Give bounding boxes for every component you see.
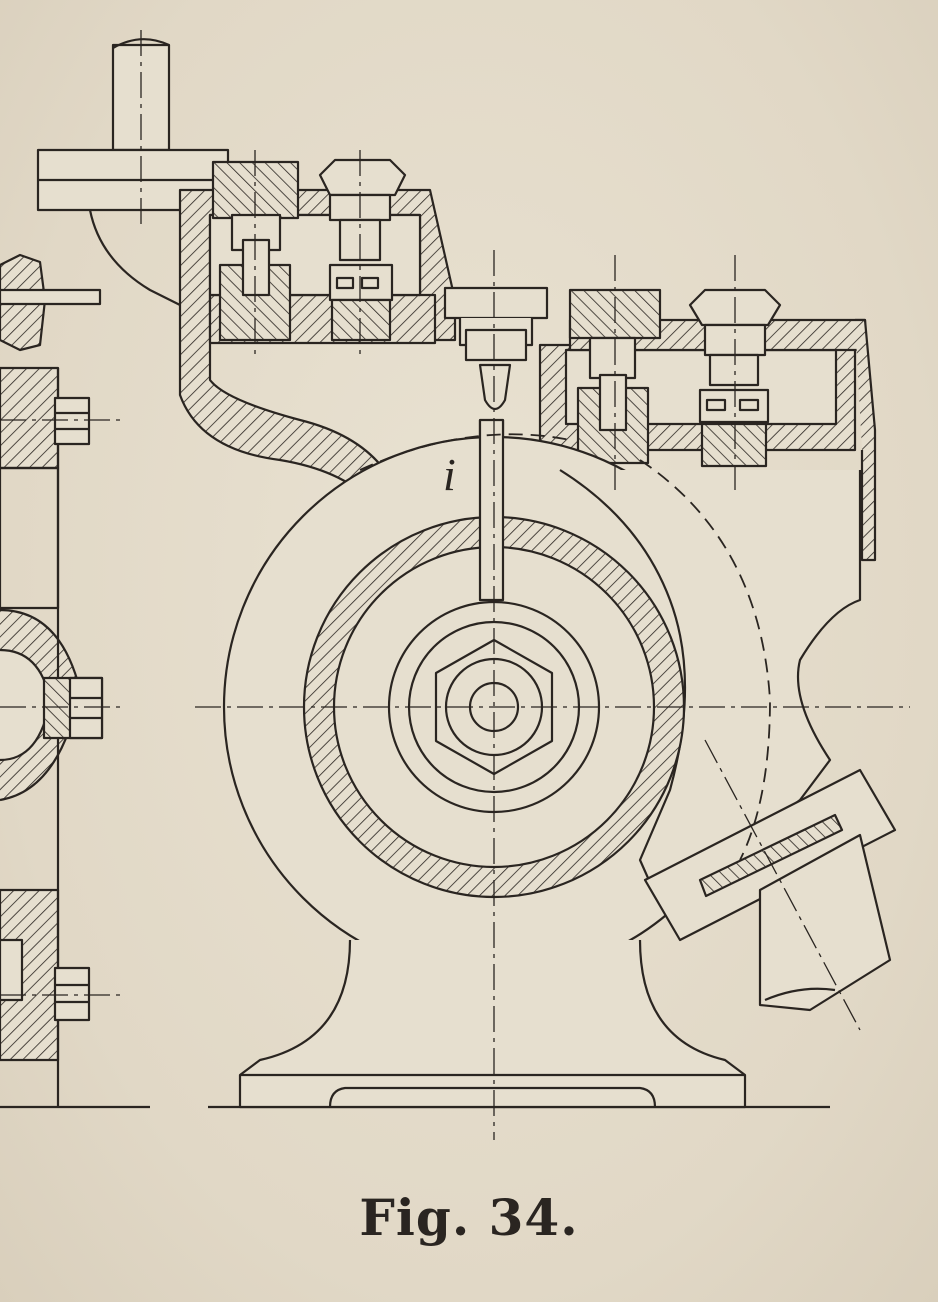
- pump-housing-right-wall: [559, 469, 862, 907]
- discharge-flange: [643, 768, 897, 1012]
- dashed-arc-left: [359, 433, 571, 471]
- suction-valve-2: [318, 158, 407, 342]
- inlet-pipe-top: [36, 38, 230, 311]
- pump-base: [238, 939, 747, 1109]
- pressure-valve-1: [568, 288, 662, 465]
- left-column-section: [0, 253, 104, 1107]
- dashed-arc-right: [639, 459, 771, 861]
- part-label-i: i: [443, 449, 456, 500]
- figure-caption: Fig. 34.: [359, 1188, 579, 1247]
